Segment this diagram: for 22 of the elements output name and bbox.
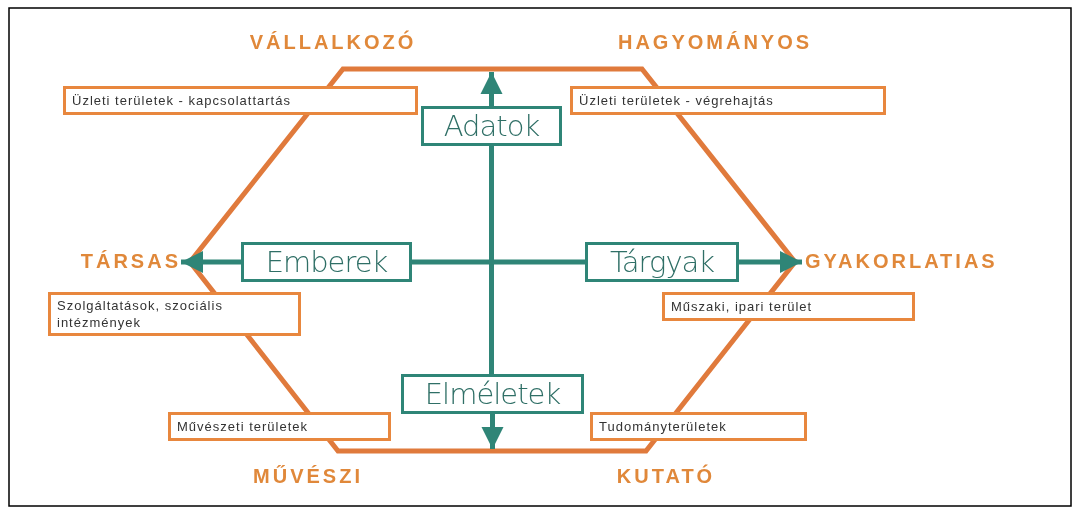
axis-box: Elméletek [401, 374, 584, 414]
axis-box: Adatok [421, 106, 562, 146]
arrow [739, 251, 802, 273]
category-label: TÁRSAS [77, 249, 181, 273]
axis-box: Tárgyak [585, 242, 739, 282]
axis-line [412, 259, 585, 265]
category-label: HAGYOMÁNYOS [617, 30, 813, 54]
field-box: Üzleti területek - kapcsolattartás [63, 86, 418, 115]
field-box: Szolgáltatások, szociális intézmények [48, 292, 301, 336]
field-box: Üzleti területek - végrehajtás [570, 86, 886, 115]
arrow [481, 414, 504, 449]
arrow [181, 251, 241, 273]
field-box: Művészeti területek [168, 412, 391, 441]
field-box: Műszaki, ipari terület [662, 292, 915, 321]
category-label: KUTATÓ [616, 464, 716, 488]
field-box: Tudományterületek [590, 412, 807, 441]
axis-line [489, 146, 494, 374]
category-label: VÁLLALKOZÓ [249, 30, 417, 54]
category-label: GYAKORLATIAS [802, 249, 998, 273]
category-label: MŰVÉSZI [253, 464, 363, 488]
arrow [480, 72, 503, 106]
axis-box: Emberek [241, 242, 412, 282]
